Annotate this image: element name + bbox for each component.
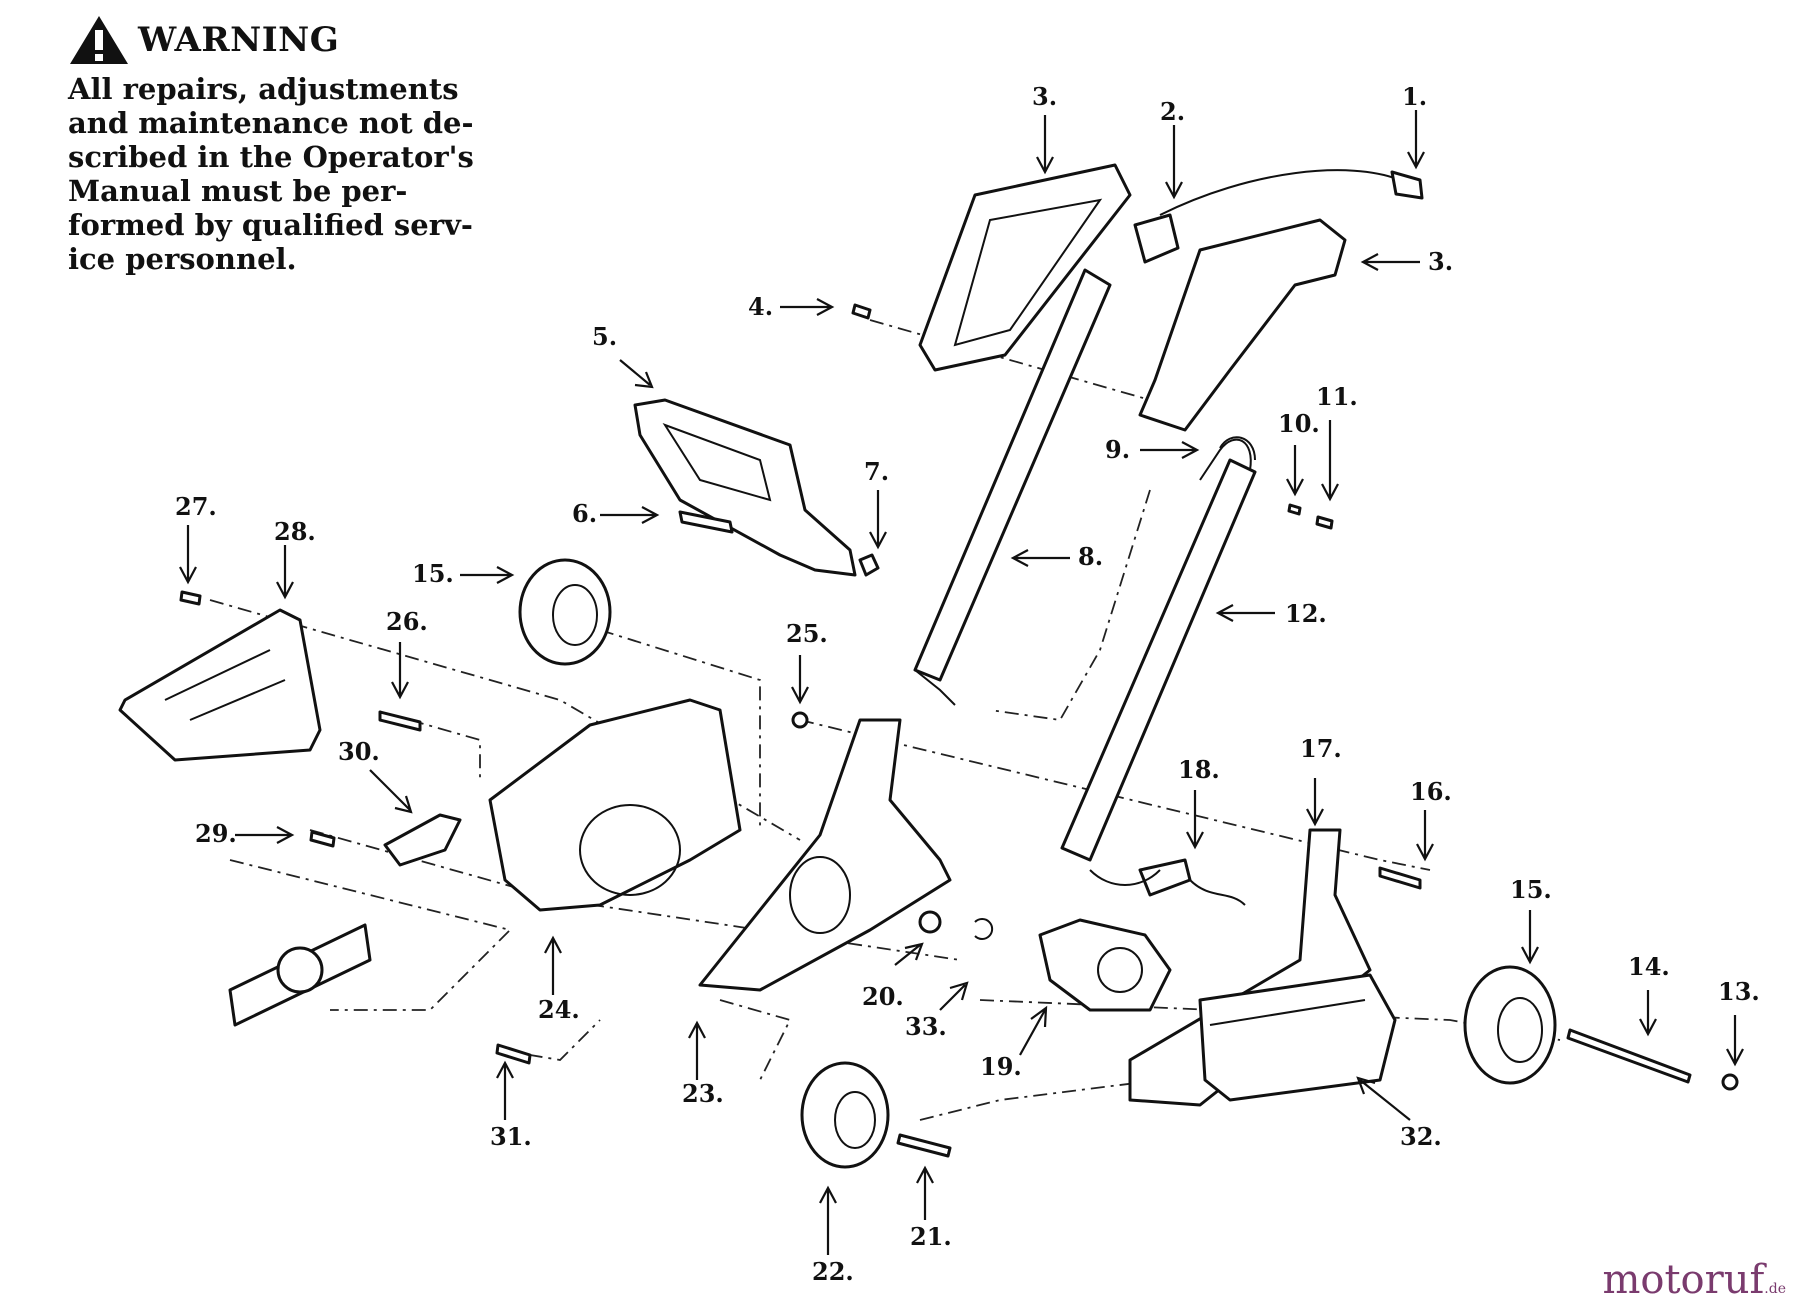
warning-triangle-icon (70, 16, 128, 64)
label-14: 14. (1628, 952, 1670, 981)
label-20: 20. (862, 982, 904, 1011)
screw-10 (1287, 503, 1302, 516)
wheel-axle (1566, 1028, 1692, 1084)
label-18: 18. (1178, 755, 1220, 784)
label-3-top: 3. (1032, 82, 1057, 111)
handle-bracket (633, 398, 857, 577)
plug (1390, 170, 1424, 200)
wing-nut (858, 553, 880, 577)
bolt-16 (1378, 866, 1422, 890)
blade-hub (276, 946, 324, 994)
bolt-26 (378, 710, 422, 732)
part-labels: 1. 2. 3. 3. 4. 5. 6. 7. 8. 9. 10. 11. 12… (175, 82, 1760, 1286)
warning-line: All repairs, adjustments (68, 72, 459, 106)
label-5: 5. (592, 322, 617, 351)
bolt-31 (495, 1043, 532, 1065)
warning-block: WARNING All repairs, adjustments and mai… (68, 14, 488, 276)
carriage-bolt (678, 510, 734, 534)
leader-arrows (179, 110, 1744, 1255)
label-32: 32. (1400, 1122, 1442, 1151)
label-1: 1. (1402, 82, 1427, 111)
warning-title: WARNING (138, 20, 340, 60)
warning-line: formed by qualified serv- (68, 208, 473, 242)
label-27: 27. (175, 492, 217, 521)
screw-27 (179, 590, 202, 606)
motor (1038, 918, 1172, 1012)
blade-bracket (383, 813, 462, 867)
label-12: 12. (1285, 599, 1327, 628)
cord-connector (1133, 213, 1180, 264)
warning-text: All repairs, adjustments and maintenance… (68, 72, 488, 276)
label-22: 22. (812, 1257, 854, 1286)
switch-18 (1138, 858, 1192, 897)
motor-housing (698, 718, 952, 992)
watermark-name: motoruf (1602, 1257, 1765, 1303)
label-28: 28. (274, 517, 316, 546)
wheel-bottom (800, 1061, 890, 1169)
warning-line: ice personnel. (68, 242, 297, 276)
wheel-upper (518, 558, 612, 666)
label-2: 2. (1160, 97, 1185, 126)
warning-header: WARNING (68, 14, 488, 66)
watermark-suffix: .de (1764, 1281, 1786, 1297)
warning-line: Manual must be per- (68, 174, 408, 208)
chassis-frame (1128, 828, 1372, 1107)
label-9: 9. (1105, 435, 1130, 464)
label-4: 4. (748, 292, 773, 321)
label-30: 30. (338, 737, 380, 766)
lower-handle-tube (1060, 458, 1257, 862)
warning-line: scribed in the Operator's (68, 140, 474, 174)
power-cord (1159, 169, 1421, 216)
screw-4 (851, 303, 872, 320)
watermark-logo: motoruf.de (1602, 1257, 1786, 1303)
label-24: 24. (538, 995, 580, 1024)
label-21: 21. (910, 1222, 952, 1251)
nut-25 (791, 711, 809, 729)
washer-20 (918, 910, 942, 934)
label-3-right: 3. (1428, 247, 1453, 276)
label-11: 11. (1316, 382, 1358, 411)
nut-13 (1721, 1073, 1739, 1091)
label-6: 6. (572, 499, 597, 528)
housing-cover (488, 698, 742, 912)
label-10: 10. (1278, 409, 1320, 438)
label-17: 17. (1300, 734, 1342, 763)
short-axle (896, 1133, 952, 1158)
handle-half-right (1138, 218, 1347, 432)
blade-guard (118, 608, 322, 762)
label-13: 13. (1718, 977, 1760, 1006)
label-16: 16. (1410, 777, 1452, 806)
label-15-upper: 15. (412, 559, 454, 588)
label-23: 23. (682, 1079, 724, 1108)
label-31: 31. (490, 1122, 532, 1151)
screw-11 (1315, 515, 1334, 530)
handle-half-left (918, 163, 1132, 372)
cord-hook (1199, 438, 1252, 481)
e-ring-33 (974, 918, 994, 940)
warning-line: and maintenance not de- (68, 106, 474, 140)
label-33: 33. (905, 1012, 947, 1041)
label-19: 19. (980, 1052, 1022, 1081)
label-29: 29. (195, 819, 237, 848)
label-26: 26. (386, 607, 428, 636)
label-15-right: 15. (1510, 875, 1552, 904)
label-7: 7. (864, 457, 889, 486)
upper-handle-tube (913, 268, 1112, 682)
label-8: 8. (1078, 542, 1103, 571)
screw-29 (309, 830, 336, 848)
motor-cover (1198, 973, 1397, 1102)
wheel-right (1463, 965, 1557, 1085)
label-25: 25. (786, 619, 828, 648)
